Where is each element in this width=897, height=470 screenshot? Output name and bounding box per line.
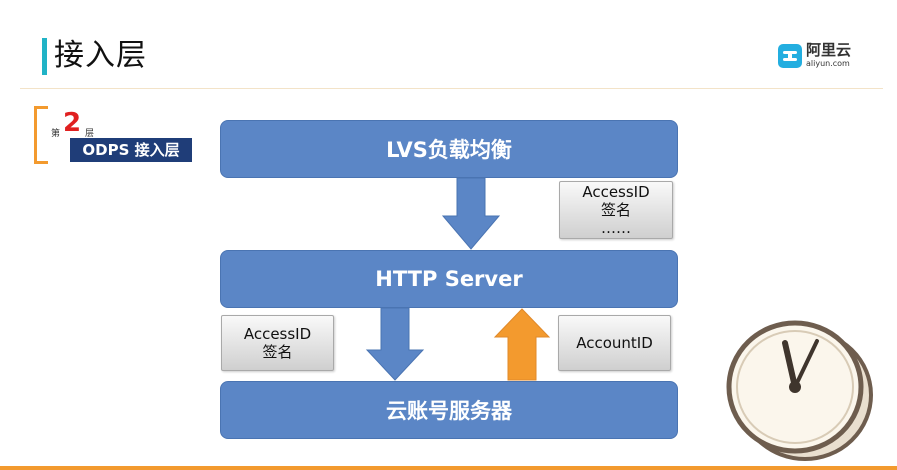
badge-suffix: 层 <box>85 129 95 139</box>
logo-text-cn: 阿里云 <box>806 41 852 59</box>
badge-number: 2 <box>63 108 82 138</box>
note-line: AccessID <box>243 325 312 343</box>
note-line: …… <box>601 219 631 237</box>
layer-lvs-load-balancer: LVS负载均衡 <box>220 120 678 178</box>
title-divider <box>20 88 883 89</box>
arrow-up-account-to-http <box>493 308 551 381</box>
layer-http-label: HTTP Server <box>375 267 523 291</box>
badge-prefix: 第 <box>51 129 61 139</box>
aliyun-logo: 阿里云 aliyun.com <box>778 42 858 70</box>
layer-account-label: 云账号服务器 <box>386 399 512 423</box>
aliyun-cloud-logo-icon <box>778 44 802 68</box>
note-accessid-signature-top: AccessID 签名 …… <box>559 181 673 239</box>
badge-bracket <box>34 106 48 164</box>
badge-label: ODPS 接入层 <box>70 138 192 162</box>
bottom-accent-bar <box>0 466 897 470</box>
logo-text-en: aliyun.com <box>806 59 850 68</box>
clock-icon <box>726 320 873 461</box>
note-line: AccessID <box>582 183 650 201</box>
layer-http-server: HTTP Server <box>220 250 678 308</box>
layer-lvs-label: LVS负载均衡 <box>386 138 512 162</box>
slide-title: 接入层 <box>54 38 147 73</box>
note-line: 签名 <box>262 343 293 361</box>
layer-badge: 第 2 层 ODPS 接入层 <box>34 106 194 170</box>
arrow-down-lvs-to-http <box>441 177 501 250</box>
note-line: 签名 <box>600 201 631 219</box>
note-accountid: AccountID <box>558 315 671 371</box>
layer-account-server: 云账号服务器 <box>220 381 678 439</box>
title-accent-bar <box>42 38 47 75</box>
note-line: AccountID <box>576 334 653 352</box>
arrow-down-http-to-account <box>365 307 425 381</box>
note-accessid-signature-left: AccessID 签名 <box>221 315 334 371</box>
